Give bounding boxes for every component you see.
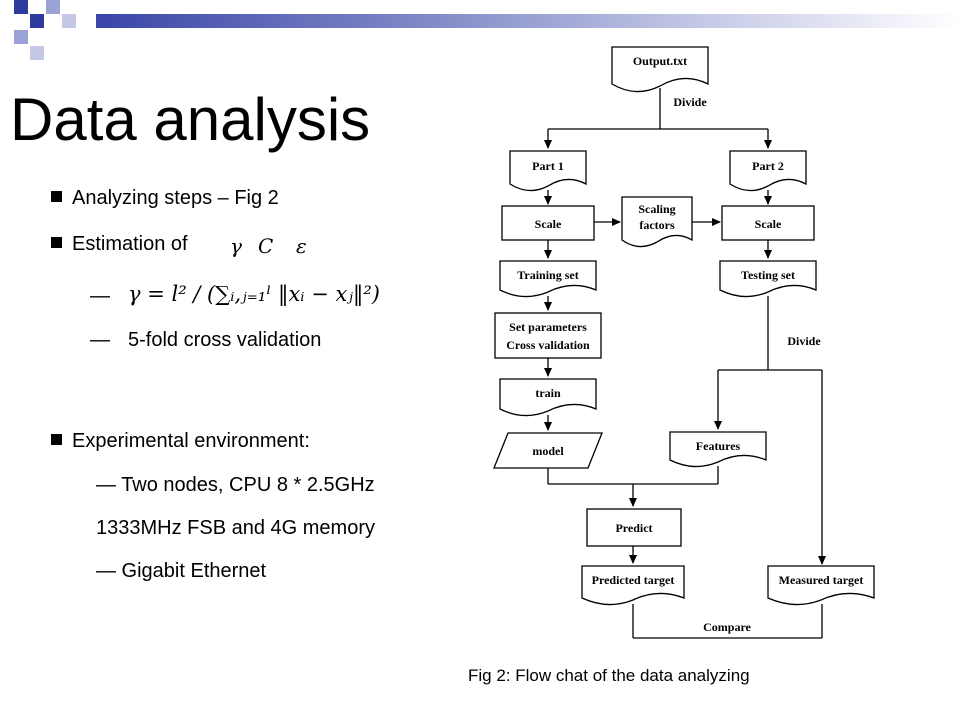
bullet-estimation: Estimation of: [72, 233, 188, 255]
node-model: model: [532, 444, 564, 458]
node-output: Output.txt: [633, 54, 687, 68]
gamma-formula: γ = l² / (∑ᵢ,ⱼ₌₁ˡ ‖xᵢ − xⱼ‖²): [128, 282, 380, 306]
node-part1: Part 1: [532, 159, 564, 173]
bullet-marker: [51, 191, 62, 202]
bullet-marker: [51, 434, 62, 445]
corner-square-5: [30, 46, 44, 60]
node-set-params-line1: Set parameters: [509, 320, 587, 334]
node-part2: Part 2: [752, 159, 784, 173]
node-scale1: Scale: [535, 217, 562, 231]
env-network: — Gigabit Ethernet: [96, 560, 267, 582]
predicted-target-shape: [581, 565, 685, 606]
node-testing-set: Testing set: [741, 268, 795, 282]
output-doc-shape: [611, 46, 709, 93]
corner-square-6: [62, 14, 76, 28]
node-scaling-factors-line1: Scaling: [638, 202, 675, 216]
node-predict: Predict: [615, 521, 652, 535]
label-divide-right: Divide: [787, 334, 821, 348]
corner-square-2: [30, 14, 44, 28]
figure-caption: Fig 2: Flow chat of the data analyzing: [468, 666, 750, 685]
symbol-epsilon: ε: [296, 234, 307, 258]
bullet-experimental: Experimental environment:: [72, 430, 310, 452]
node-features: Features: [696, 439, 741, 453]
node-training-set: Training set: [517, 268, 578, 282]
node-predicted-target: Predicted target: [592, 573, 675, 587]
part2-doc-shape: [729, 150, 807, 192]
env-memory: 1333MHz FSB and 4G memory: [96, 517, 375, 539]
measured-target-shape: [767, 565, 875, 606]
bullet-analyzing-steps: Analyzing steps – Fig 2: [72, 187, 279, 209]
training-set-shape: [499, 260, 597, 298]
corner-square-1: [14, 0, 28, 14]
corner-square-4: [14, 30, 28, 44]
sub-dash: —: [90, 329, 110, 351]
part1-doc-shape: [509, 150, 587, 192]
features-doc-shape: [669, 431, 767, 468]
model-parallelogram: [493, 432, 603, 469]
symbol-c: C: [258, 234, 274, 258]
symbol-gamma: γ: [230, 234, 242, 258]
top-accent-band: [96, 14, 960, 28]
sub-dash: —: [90, 285, 110, 307]
train-doc-shape: [499, 378, 597, 417]
node-set-params-line2: Cross validation: [506, 338, 590, 352]
node-train: train: [535, 386, 561, 400]
corner-square-3: [46, 0, 60, 14]
testing-set-shape: [719, 260, 817, 298]
label-divide-top: Divide: [673, 95, 707, 109]
node-scaling-factors-line2: factors: [639, 218, 675, 232]
predict-box: [586, 508, 682, 547]
bullet-marker: [51, 237, 62, 248]
scaling-factors-shape: [621, 196, 693, 248]
env-cpu: — Two nodes, CPU 8 * 2.5GHz: [96, 474, 375, 496]
label-compare: Compare: [703, 620, 751, 634]
scale1-box: [501, 205, 595, 241]
node-scale2: Scale: [755, 217, 782, 231]
slide-title: Data analysis: [10, 86, 371, 153]
cross-validation-item: 5-fold cross validation: [128, 329, 322, 351]
node-measured-target: Measured target: [779, 573, 864, 587]
set-params-box: [494, 312, 602, 359]
